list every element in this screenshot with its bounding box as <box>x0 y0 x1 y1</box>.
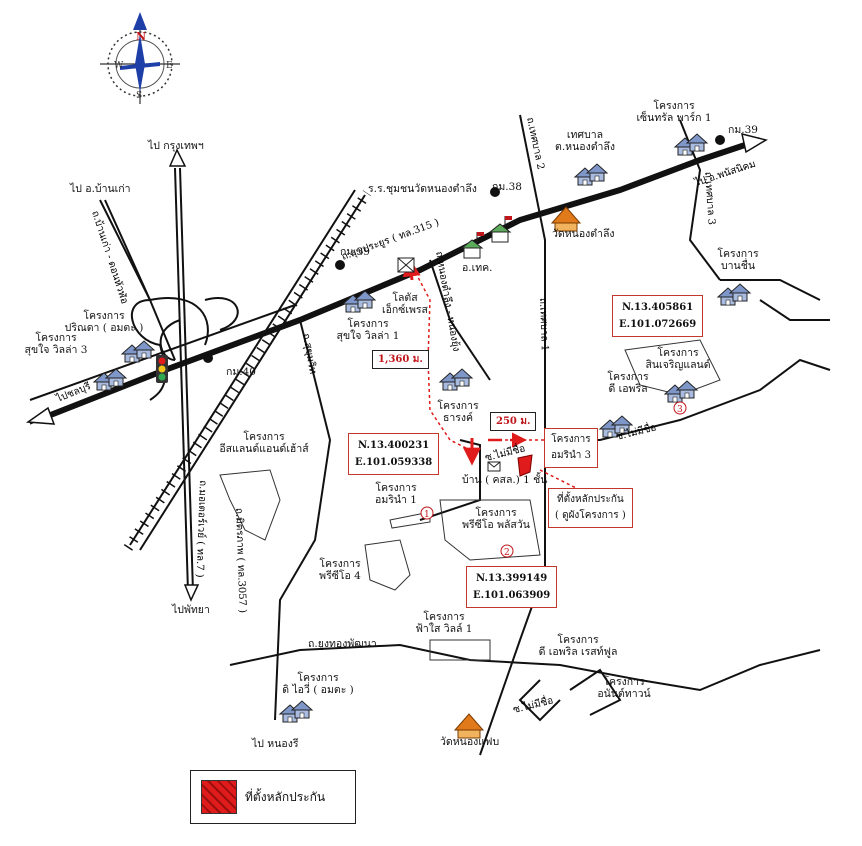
road-label-thetsaban1: ถ.เทศบาล 1 <box>537 298 550 352</box>
project-pre-sio: โครงการ พรีซีโอ พลัสวัน <box>462 507 530 531</box>
project-tharangk: โครงการ ธารงค์ <box>437 400 479 424</box>
coord-e-3: E.101.072669 <box>619 319 697 330</box>
direction-ban-kao: ไป อ.บ้านเก่า <box>70 183 131 195</box>
km40-dot <box>203 353 213 363</box>
road-label-nongtamlueng: ถ.หนองตำลึง - หนองยุ้ง <box>433 250 462 352</box>
svg-text:1: 1 <box>424 510 430 520</box>
project-sincharoen: โครงการ สินเจริญแลนด์ <box>645 347 711 371</box>
circle-marker-1: 1 <box>420 506 434 520</box>
house-icon-thetsaban <box>575 164 607 185</box>
road-label-motorway: ถ.มอเตอร์เวย์ ( ทล.7 ) <box>194 480 209 578</box>
svg-text:3: 3 <box>677 405 683 415</box>
direction-phanat-nikhom: ไป อ.พนัสนิคม <box>692 158 757 189</box>
project-d-april: โครงการ ดี เอพริล <box>607 371 649 395</box>
motorway-7 <box>168 148 200 602</box>
house-icon-prinda <box>122 341 154 362</box>
coord-e-2: E.101.063909 <box>473 590 551 601</box>
place-school: ร.ร.ชุมชนวัดหนองตำลึง <box>368 183 477 195</box>
place-district-office: อ.เทค. <box>462 262 493 274</box>
road-label-yung-thong: ถ.ยูงทองพัฒนา <box>308 638 377 650</box>
coordinate-box-2: N.13.399149 E.101.063909 <box>466 566 558 608</box>
project-d-vy: โครงการ ดิ ไอวี่ ( อมตะ ) <box>282 672 354 696</box>
compass-n: N <box>136 30 146 43</box>
km-marker-39-east: กม.39 <box>728 124 758 136</box>
project-amarin1: โครงการ อมรินำ 1 <box>375 482 417 506</box>
km38-dot <box>490 187 500 197</box>
lotus-express-icon <box>397 257 415 273</box>
coordinate-box-3: N.13.405861 E.101.072669 <box>612 295 704 337</box>
km39-east-dot <box>715 135 725 145</box>
direction-pattaya: ไปพัทยา <box>172 604 210 616</box>
place-lotus: โลตัส เอ็กซ์เพรส <box>382 292 428 316</box>
road-label-ban-kao: ถ.บ้านเก่า - ดอนหัวฬ่อ <box>89 209 130 305</box>
distance-badge-1360: 1,360 ม. <box>372 350 429 369</box>
house-icon-sincharoen <box>665 381 697 402</box>
compass-w: W <box>114 61 124 71</box>
project-eastland: โครงการ อีสแลนด์แอนด์เฮ้าส์ <box>219 431 309 455</box>
compass-s: S <box>136 91 142 101</box>
project-anan-town: โครงการ อนันต์ทาวน์ <box>597 676 651 700</box>
house-site-label: บ้าน ( คสล.) 1 ชั้น <box>462 474 548 486</box>
coord-n-3: N.13.405861 <box>622 302 694 313</box>
coord-n-2: N.13.399149 <box>476 573 548 584</box>
project-ban-chuen: โครงการ บานชื่น <box>717 248 759 272</box>
coordinate-box-1: N.13.400231 E.101.059338 <box>348 433 440 475</box>
place-thetsaban: เทศบาล ต.หนองตำลึง <box>555 129 615 153</box>
project-pre-sio4: โครงการ พรีซีโอ 4 <box>319 558 361 582</box>
km-marker-39-west: กม.39 <box>340 246 370 258</box>
place-wat-nongfab: วัดหนองแฟบ <box>440 736 500 748</box>
school-icon <box>488 216 512 243</box>
road-label-thetsaban2: ถ.เทศบาล 2 <box>524 116 546 170</box>
svg-text:2: 2 <box>504 548 510 558</box>
compass-e: E <box>166 61 173 71</box>
road-label-thetsaban3: ถ.เทศบาล 3 <box>702 171 717 225</box>
house-icon-ban-chuen <box>718 284 750 305</box>
project-sukjai1: โครงการ สุขใจ วิลล่า 1 <box>336 318 400 342</box>
district-office-icon <box>460 232 484 259</box>
project-sukjai3: โครงการ สุขใจ วิลล่า 3 <box>24 332 88 356</box>
distance-badge-250: 250 ม. <box>490 412 537 431</box>
place-wat-nongtamlueng: วัดหนองตำลึง <box>552 228 615 240</box>
arrow-chonburi <box>25 406 56 425</box>
mailbox-icon <box>487 461 501 472</box>
legend: ที่ตั้งหลักประกัน <box>190 770 356 824</box>
project-boundaries <box>219 339 721 661</box>
direction-bangkok: ไป กรุงเทพฯ <box>148 140 204 152</box>
traffic-light-icon <box>156 355 168 383</box>
project-amarin3: โครงการ อมรินำ 3 <box>544 428 598 468</box>
temple-icon <box>550 206 582 232</box>
arrow-phanat-nikhom <box>741 132 768 154</box>
road-label-mittraphap: ถ.มิตรภาพ ( ทล.3057 ) <box>233 508 248 614</box>
legend-label: ที่ตั้งหลักประกัน <box>245 790 326 804</box>
direction-nong-ri: ไป หนองรี <box>252 738 299 750</box>
km-marker-38: กม.38 <box>492 181 522 193</box>
compass-rose-icon <box>100 12 180 104</box>
temple-icon-nongfab <box>453 713 485 739</box>
km-marker-40: กม.40 <box>226 366 256 378</box>
project-center-park: โครงการ เซ็นทรัล พาร์ก 1 <box>636 100 712 124</box>
project-fisai: โครงการ ฟ้าใส วิลล์ 1 <box>415 611 473 635</box>
circle-marker-2: 2 <box>500 544 514 558</box>
house-icon-d-vy <box>280 701 312 722</box>
circle-marker-3: 3 <box>673 401 687 415</box>
highway-315 <box>46 137 761 419</box>
house-icon-center-park <box>675 134 707 155</box>
secondary-roads <box>99 114 831 756</box>
road-label-sukhumvit: ถ.สุขุมวิท <box>300 333 318 375</box>
collateral-callout: ที่ตั้งหลักประกัน ( ดูผังโครงการ ) <box>548 488 633 528</box>
coord-e-1: E.101.059338 <box>355 457 433 468</box>
legend-swatch-icon <box>201 780 237 814</box>
project-d-april-resort: โครงการ ดี เอพริล เรสท์ฟูล <box>538 634 618 658</box>
coord-n-1: N.13.400231 <box>358 440 430 451</box>
collateral-site-marker <box>517 454 533 477</box>
km39-west-dot <box>335 260 345 270</box>
house-icon-tharangk <box>440 369 472 390</box>
project-prinda: โครงการ ปริณดา ( อมตะ ) <box>64 310 144 334</box>
